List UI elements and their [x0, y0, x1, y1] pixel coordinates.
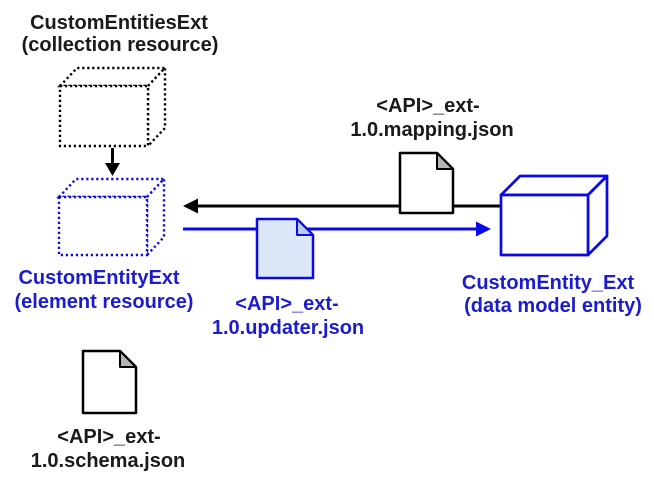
element-label-line1: CustomEntityExt — [18, 267, 179, 289]
arrow-element-to-entity — [183, 221, 491, 237]
element-cube — [56, 175, 167, 259]
element-label-line2: (element resource) — [15, 291, 194, 313]
schema-doc-icon — [81, 349, 138, 415]
schema-label-line1: <API>_ext- — [57, 426, 160, 448]
entity-cube — [499, 174, 609, 257]
entity-label-line2: (data model entity) — [464, 295, 642, 317]
collection-cube — [57, 64, 168, 150]
updater-label-line2: 1.0.updater.json — [212, 317, 364, 339]
mapping-label-line2: 1.0.mapping.json — [350, 119, 513, 141]
schema-label-line2: 1.0.schema.json — [31, 450, 186, 472]
entity-label-line1: CustomEntity_Ext — [462, 272, 635, 294]
arrow-collection-to-element — [105, 148, 120, 176]
updater-doc-icon — [255, 217, 315, 280]
collection-label-line2: (collection resource) — [22, 34, 219, 56]
collection-label-line1: CustomEntitiesExt — [30, 12, 208, 34]
updater-label-line1: <API>_ext- — [235, 293, 338, 315]
mapping-doc-icon — [398, 151, 455, 215]
mapping-label-line1: <API>_ext- — [376, 95, 479, 117]
